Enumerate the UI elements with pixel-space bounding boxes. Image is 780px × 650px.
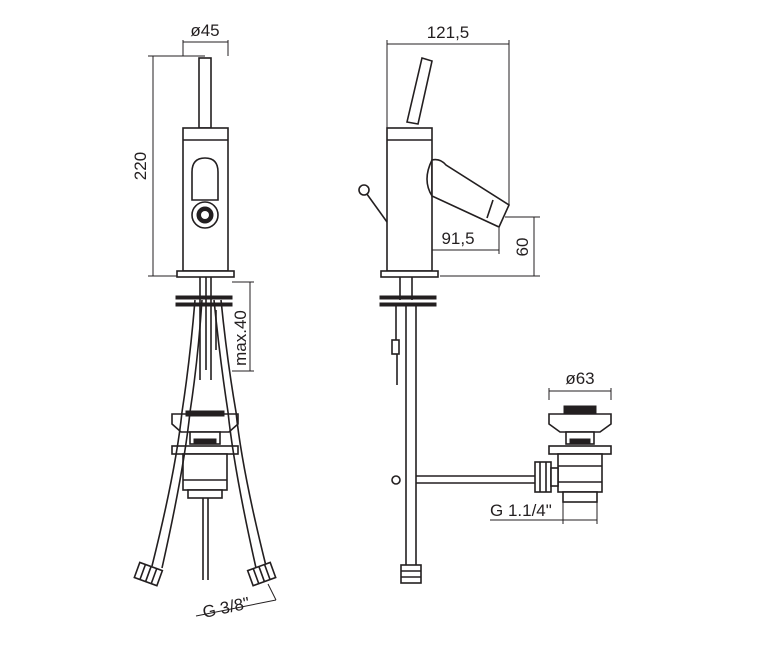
- front-max-thickness-label: max.40: [231, 310, 250, 366]
- hose-thread-dimension: G 3/8": [195, 583, 277, 622]
- waste-flange: [548, 413, 612, 433]
- side-washer-1: [379, 295, 437, 300]
- pivot-nut: [534, 461, 552, 493]
- waste-lock-nut: [548, 445, 612, 455]
- waste-thread-label: G 1.1/4": [490, 501, 552, 520]
- side-view: 121,5 91,5: [358, 23, 540, 584]
- front-waste-body: [182, 453, 228, 491]
- waste-body: [557, 453, 603, 493]
- side-reach-dimension: 91,5: [431, 228, 500, 276]
- waste-view: ø63 G 1.1/4": [490, 369, 612, 524]
- front-diameter-dimension: ø45: [182, 21, 229, 56]
- side-projection-dimension: 121,5: [386, 23, 510, 205]
- front-washer-1: [175, 295, 233, 300]
- front-diameter-label: ø45: [190, 21, 219, 40]
- front-height-label: 220: [131, 152, 150, 180]
- pop-up-rod: [363, 189, 388, 223]
- side-spout: [431, 158, 511, 229]
- left-hose-connector: [133, 561, 164, 587]
- waste-thread-dimension: G 1.1/4": [490, 501, 598, 524]
- front-base: [176, 270, 235, 278]
- waste-diameter-dimension: ø63: [548, 369, 612, 400]
- side-body: [386, 127, 433, 272]
- hose-thread-label: G 3/8": [201, 593, 252, 621]
- side-height-dimension: 60: [440, 216, 540, 277]
- waste-plug: [563, 405, 597, 415]
- side-reach-label: 91,5: [441, 229, 474, 248]
- waste-diameter-label: ø63: [565, 369, 594, 388]
- front-spout: [191, 157, 219, 201]
- side-projection-label: 121,5: [427, 23, 470, 42]
- side-washer-2: [379, 302, 437, 307]
- front-lock-nut: [171, 445, 239, 455]
- front-view: ø45 220: [131, 21, 277, 622]
- side-base: [380, 270, 439, 278]
- front-max-thickness-dimension: max.40: [231, 281, 254, 372]
- right-hose-connector: [246, 561, 277, 587]
- side-lever: [406, 56, 433, 125]
- side-hose-connector: [400, 564, 422, 584]
- side-height-label: 60: [513, 238, 532, 257]
- front-washer-2: [175, 302, 233, 307]
- front-lever: [198, 57, 212, 129]
- front-height-dimension: 220: [131, 55, 205, 277]
